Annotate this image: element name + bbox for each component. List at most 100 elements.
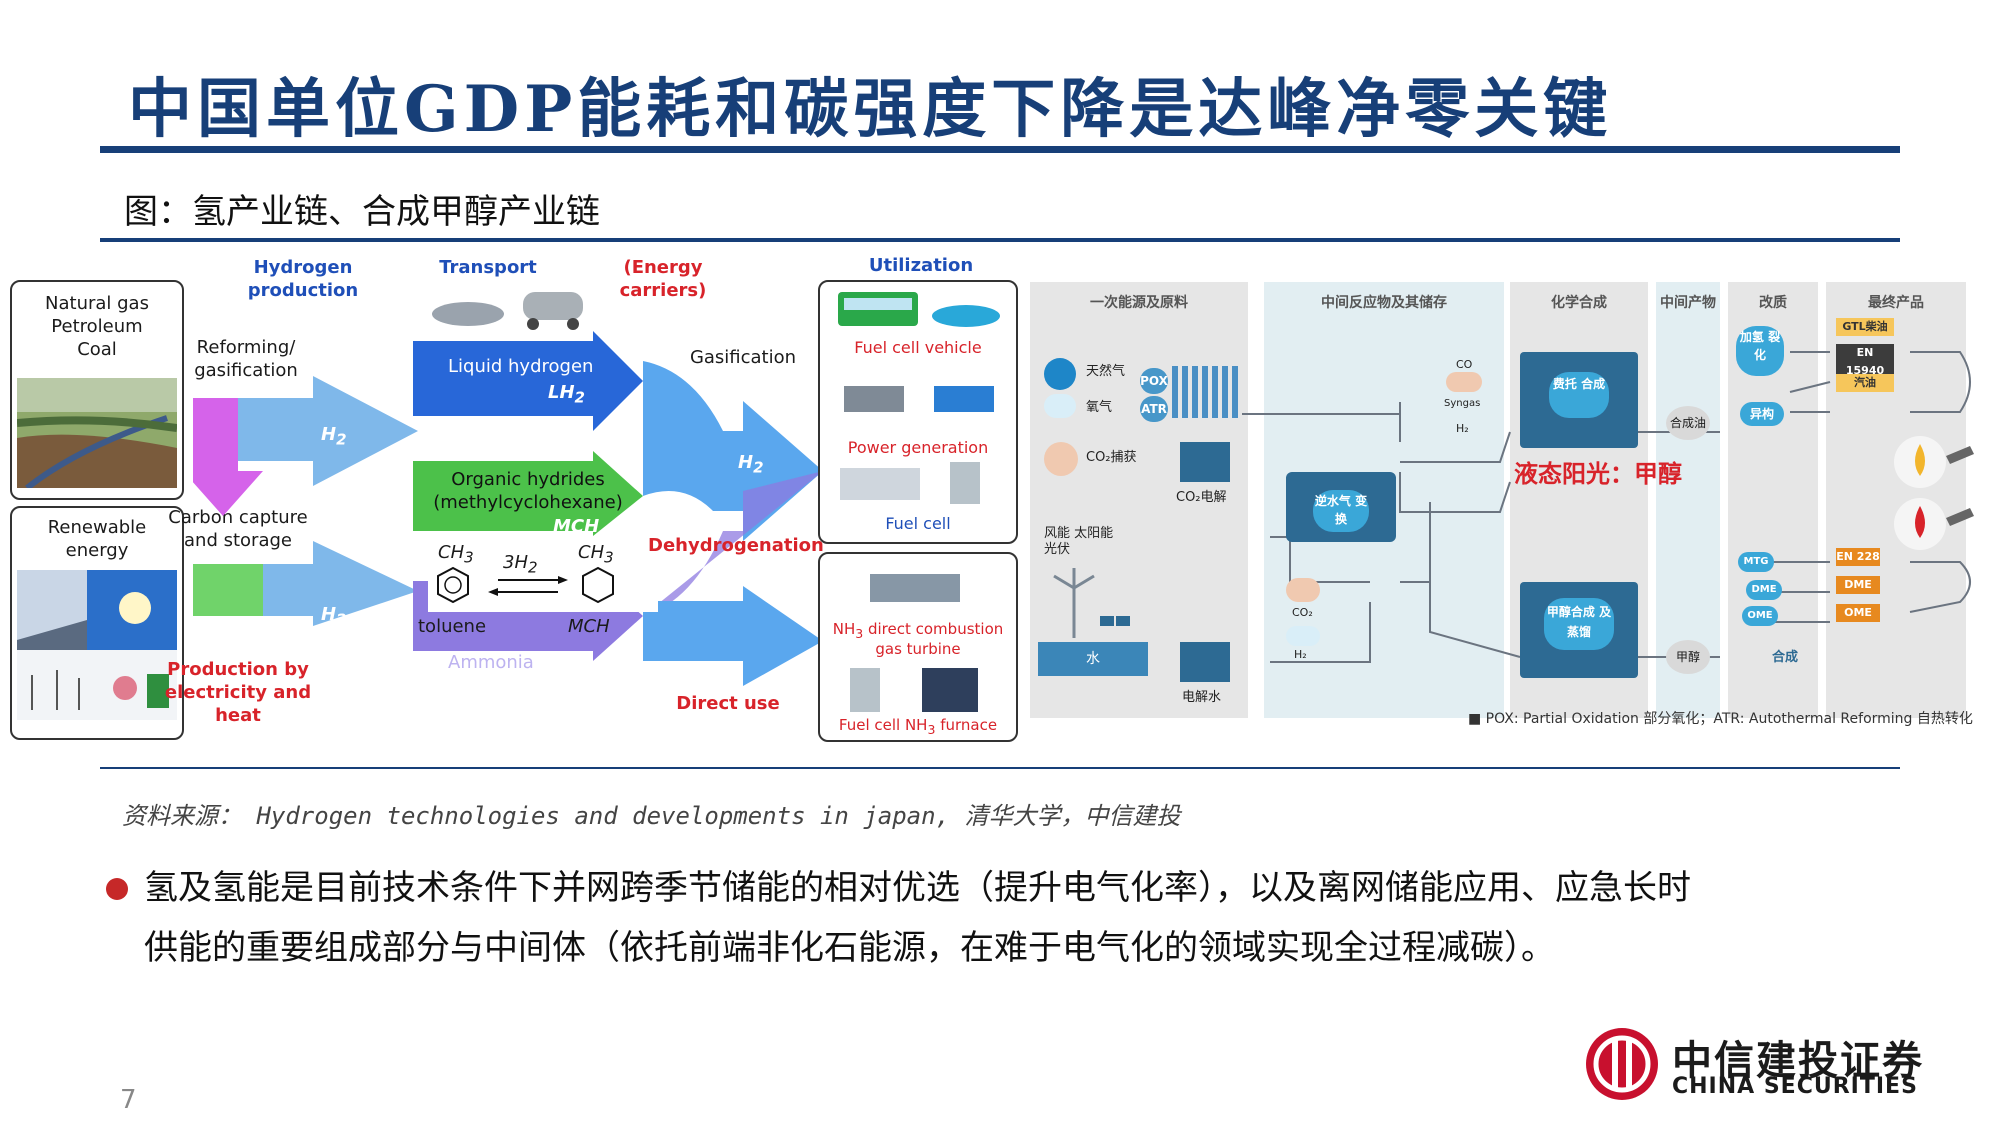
co2-capture-icon bbox=[1044, 442, 1078, 476]
water-electrolysis-label: 电解水 bbox=[1182, 690, 1222, 705]
fuel-cell-vehicle-label: Fuel cell vehicle bbox=[854, 338, 982, 357]
bullet-line-1: 氢及氢能是目前技术条件下并网跨季节储能的相对优选（提升电气化率），以及离网储能应… bbox=[144, 868, 1691, 908]
page-title: 中国单位GDP能耗和碳强度下降是达峰净零关键 bbox=[128, 72, 1613, 147]
mtg-badge: MTG bbox=[1738, 552, 1774, 572]
figure-caption: 图：氢产业链、合成甲醇产业链 bbox=[124, 192, 600, 232]
ft-label: 费托 合成 bbox=[1549, 372, 1609, 418]
header-energy-carriers: (Energy carriers) bbox=[619, 257, 707, 301]
flame-icon bbox=[1044, 358, 1076, 390]
legend-note: ■ POX: Partial Oxidation 部分氧化；ATR: Autot… bbox=[1468, 711, 1973, 727]
synthesis-label: 合成 bbox=[1772, 650, 1799, 665]
h2-label-lower: H2 bbox=[321, 604, 347, 629]
co-molecule-icon bbox=[1446, 372, 1482, 392]
gasification-label: Gasification bbox=[689, 347, 797, 368]
solar-wind-image bbox=[17, 570, 177, 720]
fuel-nozzle-icons bbox=[1894, 436, 1974, 550]
fuel-cell-image bbox=[840, 462, 980, 504]
gas-turbine-label: gas turbine bbox=[875, 640, 961, 658]
liquid-hydrogen-label: Liquid hydrogen bbox=[448, 356, 594, 377]
furnace-image bbox=[850, 668, 978, 712]
hydrocracking-badge: 加氢 裂化 bbox=[1736, 326, 1784, 376]
bullet-paragraph: 氢及氢能是目前技术条件下并网跨季节储能的相对优选（提升电气化率），以及离网储能应… bbox=[144, 858, 1944, 978]
water-bar: 水 bbox=[1038, 642, 1148, 676]
hydrogen-chain-diagram: Hydrogen production Transport (Energy ca… bbox=[8, 255, 1023, 746]
col6-header: 最终产品 bbox=[1868, 295, 1924, 311]
toluene-mch-reaction: CH3 3H2 CH3 bbox=[428, 542, 658, 612]
fuel-cell-nh3-furnace-label: Fuel cell NH3 furnace bbox=[838, 716, 998, 737]
turbine-image bbox=[844, 386, 994, 412]
gasoline-tag: 汽油 bbox=[1836, 374, 1894, 392]
three-h2: 3H2 bbox=[503, 552, 538, 577]
ch3-left: CH3 bbox=[438, 542, 474, 567]
benzene-rings bbox=[437, 566, 614, 604]
water-electrolyzer bbox=[1180, 642, 1230, 682]
logo-chinese-text: 中信建投证券 bbox=[1672, 1037, 1924, 1084]
pox-badge: POX bbox=[1140, 368, 1168, 394]
atr-badge: ATR bbox=[1140, 396, 1168, 422]
organic-hydrides-label: Organic hydrides (methylcyclohexane) bbox=[433, 469, 623, 513]
col3-header: 化学合成 bbox=[1551, 295, 1607, 311]
transport-bands bbox=[413, 331, 823, 686]
ft-plant: 费托 合成 bbox=[1520, 352, 1638, 448]
dme-badge: DME bbox=[1746, 580, 1782, 600]
gtl-diesel-tag: GTL柴油 bbox=[1836, 318, 1894, 336]
ammonia-label: Ammonia bbox=[448, 652, 534, 673]
syngas-label: Syngas bbox=[1444, 398, 1481, 409]
source-note: 资料来源： Hydrogen technologies and developm… bbox=[122, 802, 1181, 830]
co2-electrolyzer bbox=[1180, 442, 1230, 482]
co2-capture-label: CO₂捕获 bbox=[1086, 450, 1137, 465]
source-rule bbox=[100, 767, 1900, 769]
col2-header: 中间反应物及其储存 bbox=[1321, 295, 1447, 311]
methanol-plant: 甲醇合成 及蒸馏 bbox=[1520, 582, 1638, 678]
h2-molecule-label-2: H₂ bbox=[1294, 648, 1307, 661]
pox-atr-plant bbox=[1172, 366, 1242, 418]
dehydrogenation-label: Dehydrogenation bbox=[648, 535, 824, 556]
co-label: CO bbox=[1456, 358, 1473, 371]
bus-car-image bbox=[838, 292, 1000, 327]
fossil-petroleum: Petroleum bbox=[51, 316, 143, 337]
synfuel-label: 合成油 bbox=[1669, 416, 1706, 430]
ch3-right: CH3 bbox=[578, 542, 614, 567]
renewable-source-box: Renewable energy bbox=[10, 506, 184, 740]
col5-header: 改质 bbox=[1759, 295, 1787, 311]
header-utilization: Utilization bbox=[868, 255, 974, 276]
en228-tag: EN 228 bbox=[1836, 548, 1880, 566]
renewable-label-2: energy bbox=[65, 540, 129, 561]
fuel-cell-label: Fuel cell bbox=[885, 514, 951, 533]
methanol-label: 甲醇 bbox=[1675, 650, 1700, 664]
nh3-turbine-image bbox=[870, 574, 960, 602]
fossil-coal: Coal bbox=[77, 339, 117, 360]
reforming-label: Reforming/ gasification bbox=[194, 337, 298, 381]
ome-product-tag: OME bbox=[1836, 604, 1880, 622]
toluene-label: toluene bbox=[418, 616, 487, 637]
nh3-direct-combustion-label: NH3 direct combustion bbox=[832, 620, 1004, 641]
methanol-chain-diagram: 一次能源及原料 中间反应物及其储存 化学合成 中间产物 改质 最终产品 bbox=[1030, 282, 1998, 732]
renewable-label-1: Renewable bbox=[47, 517, 147, 538]
tanker-truck-image bbox=[432, 292, 583, 330]
fossil-source-box: Natural gas Petroleum Coal bbox=[10, 280, 184, 500]
rwgs-plant: 逆水气 变换 bbox=[1286, 472, 1396, 542]
utilization-nh3-box: NH3 direct combustion gas turbine Fuel c… bbox=[818, 552, 1018, 742]
h2-molecule-label: H₂ bbox=[1456, 422, 1469, 435]
dme-product-tag: DME bbox=[1836, 576, 1880, 594]
co2-electrolysis-label: CO₂电解 bbox=[1176, 490, 1227, 505]
page-number: 7 bbox=[120, 1085, 137, 1115]
oxygen-icon bbox=[1044, 394, 1076, 418]
production-arrows bbox=[193, 376, 418, 626]
nh3-label: NH3 bbox=[553, 678, 594, 703]
rwgs-label: 逆水气 变换 bbox=[1313, 490, 1369, 532]
power-generation-label: Power generation bbox=[847, 438, 989, 457]
utilization-h2-box: Fuel cell vehicle Power generation Fuel … bbox=[818, 280, 1018, 544]
h2-label-right: H2 bbox=[738, 452, 764, 477]
isomerization-badge: 异构 bbox=[1740, 402, 1784, 426]
h2-label-upper: H2 bbox=[321, 424, 347, 449]
wind-solar-label: 风能 太阳能光伏 bbox=[1044, 526, 1114, 557]
header-production: Hydrogen production bbox=[247, 257, 359, 301]
citic-logo-icon bbox=[1586, 1028, 1658, 1100]
pipeline-landscape-image bbox=[17, 378, 177, 488]
figure-rule bbox=[100, 238, 1900, 242]
bullet-dot-icon bbox=[106, 878, 128, 900]
liquid-sunshine-label: 液态阳光：甲醇 bbox=[1514, 460, 1682, 488]
logo-english-text: CHINA SECURITIES bbox=[1672, 1074, 1918, 1099]
bullet-line-2: 供能的重要组成部分与中间体（依托前端非化石能源，在难于电气化的领域实现全过程减碳… bbox=[144, 928, 1555, 968]
